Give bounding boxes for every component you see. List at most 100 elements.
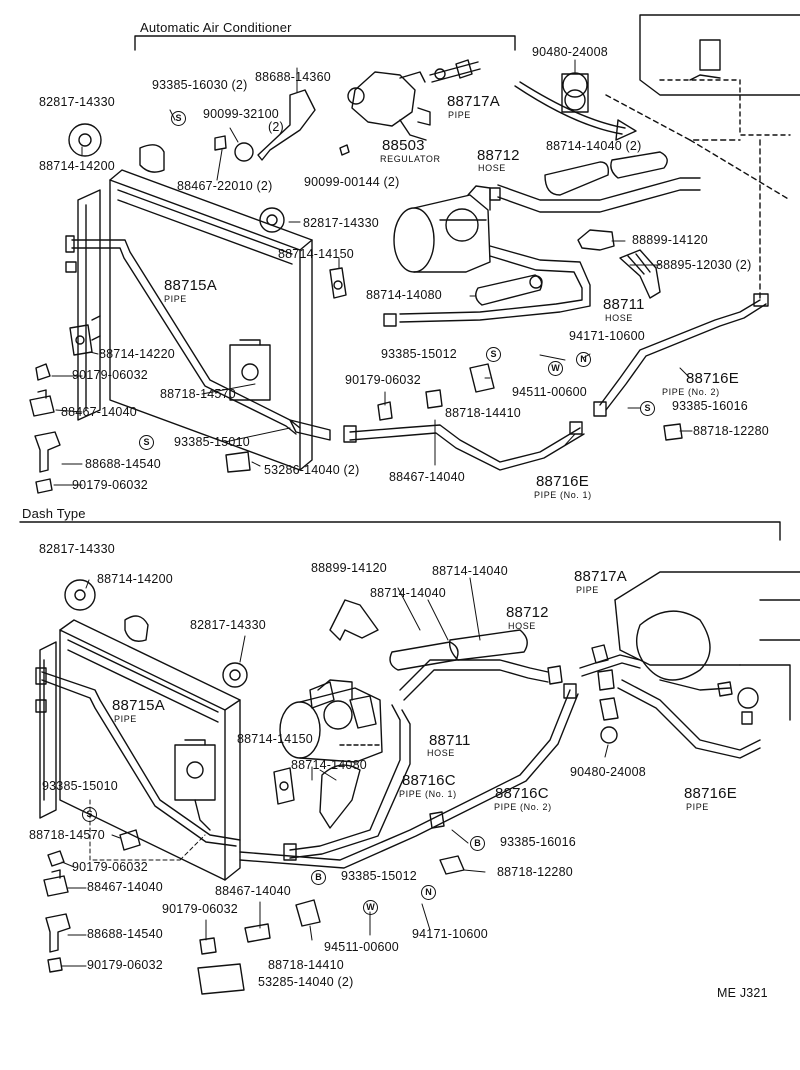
part-90099-32100-qty: (2) bbox=[268, 120, 284, 134]
symbol-n-circle: N bbox=[421, 885, 436, 900]
hose-88712-bottom bbox=[389, 629, 563, 701]
compressor-top bbox=[393, 185, 491, 273]
hose-88712-top bbox=[489, 177, 701, 213]
evaporator-top bbox=[605, 14, 800, 301]
part-88688-14540-bottom: 88688-14540 bbox=[87, 927, 163, 941]
part-88716e-no2: 88716E bbox=[686, 370, 739, 387]
part-88711-bottom-name: HOSE bbox=[427, 748, 455, 758]
part-88716c-no2: 88716C bbox=[495, 785, 549, 802]
part-88716e-bottom-name: PIPE bbox=[686, 802, 709, 812]
part-88718-14570-bottom: 88718-14570 bbox=[29, 828, 105, 842]
part-88715a-top: 88715A bbox=[164, 277, 217, 294]
part-82817-14330-top-b: 82817-14330 bbox=[303, 216, 379, 230]
part-82817-14330-bottom-b: 82817-14330 bbox=[190, 618, 266, 632]
part-90179-06032-bottom-b: 90179-06032 bbox=[162, 902, 238, 916]
part-93385-16016-top: 93385-16016 bbox=[672, 399, 748, 413]
hose-88711-top bbox=[383, 245, 591, 327]
part-88711-bottom: 88711 bbox=[429, 732, 471, 749]
part-88715a-bottom-name: PIPE bbox=[114, 714, 137, 724]
part-88467-14040-top-b: 88467-14040 bbox=[389, 470, 465, 484]
part-82817-14330-bottom-a: 82817-14330 bbox=[39, 542, 115, 556]
section-title-auto-ac: Automatic Air Conditioner bbox=[140, 20, 292, 35]
symbol-b-circle: B bbox=[311, 870, 326, 885]
part-88714-14040-bottom-b: 88714-14040 bbox=[370, 586, 446, 600]
pipe-88715a-bottom bbox=[35, 667, 241, 847]
receiver-bottom bbox=[174, 739, 216, 831]
part-88714-14080-top: 88714-14080 bbox=[366, 288, 442, 302]
part-88716e-bottom: 88716E bbox=[684, 785, 737, 802]
part-93385-15010-bottom: 93385-15010 bbox=[42, 779, 118, 793]
part-90480-24008-bottom: 90480-24008 bbox=[570, 765, 646, 779]
small-parts-top bbox=[29, 72, 683, 494]
part-88714-14220: 88714-14220 bbox=[99, 347, 175, 361]
section-title-dash-type: Dash Type bbox=[22, 506, 86, 521]
section-divider bbox=[19, 521, 781, 541]
part-88718-12280-bottom: 88718-12280 bbox=[497, 865, 573, 879]
hose-88711-bottom bbox=[283, 704, 411, 861]
symbol-s-circle: S bbox=[640, 401, 655, 416]
pipe-88717a-top bbox=[429, 59, 481, 83]
pipe-88717a-bottom bbox=[579, 644, 641, 691]
part-90480-24008-top: 90480-24008 bbox=[532, 45, 608, 59]
part-88467-22010: 88467-22010 (2) bbox=[177, 179, 273, 193]
part-94511-00600-top: 94511-00600 bbox=[512, 385, 587, 399]
receiver-top bbox=[229, 339, 271, 401]
pipe-88716c-bottom bbox=[239, 683, 579, 869]
part-88718-14570-top: 88718-14570 bbox=[160, 387, 236, 401]
symbol-b-circle: B bbox=[470, 836, 485, 851]
symbol-s-circle: S bbox=[82, 807, 97, 822]
part-88714-14200-top: 88714-14200 bbox=[39, 159, 115, 173]
part-94171-10600-bottom: 94171-10600 bbox=[412, 927, 488, 941]
part-88712-top-name: HOSE bbox=[478, 163, 506, 173]
part-90179-06032-top-c: 90179-06032 bbox=[72, 478, 148, 492]
part-88716c-no1-name: PIPE (No. 1) bbox=[399, 789, 457, 799]
part-88503-name: REGULATOR bbox=[380, 154, 441, 164]
part-90099-32100: 90099-32100 bbox=[203, 107, 279, 121]
condenser-bottom bbox=[39, 619, 241, 881]
part-93385-15012-bottom: 93385-15012 bbox=[341, 869, 417, 883]
part-88717a-top-name: PIPE bbox=[448, 110, 471, 120]
part-88714-14080-bottom: 88714-14080 bbox=[291, 758, 367, 772]
hose-88895-12030 bbox=[619, 249, 661, 299]
condenser-top bbox=[77, 169, 313, 471]
part-88715a-bottom: 88715A bbox=[112, 697, 165, 714]
part-88717a-bottom: 88717A bbox=[574, 568, 627, 585]
symbol-s-circle: S bbox=[486, 347, 501, 362]
leader-lines-top bbox=[51, 59, 693, 486]
part-88717a-top: 88717A bbox=[447, 93, 500, 110]
part-94171-10600-top: 94171-10600 bbox=[569, 329, 645, 343]
page-code: ME J321 bbox=[717, 986, 768, 1000]
part-88503: 88503 bbox=[382, 137, 425, 154]
part-88714-14150-top: 88714-14150 bbox=[278, 247, 354, 261]
part-88714-14200-bottom: 88714-14200 bbox=[97, 572, 173, 586]
symbol-w-circle: W bbox=[548, 361, 563, 376]
part-90179-06032-top-a: 90179-06032 bbox=[72, 368, 148, 382]
part-88716e-no1-name: PIPE (No. 1) bbox=[534, 490, 592, 500]
part-82817-14330-top-a: 82817-14330 bbox=[39, 95, 115, 109]
part-94511-00600-bottom: 94511-00600 bbox=[324, 940, 399, 954]
part-93385-16016-bottom: 93385-16016 bbox=[500, 835, 576, 849]
part-90179-06032-bottom-a: 90179-06032 bbox=[72, 860, 148, 874]
part-88711-top: 88711 bbox=[603, 296, 645, 313]
part-88467-14040-bottom-b: 88467-14040 bbox=[215, 884, 291, 898]
pipe-88715a-top bbox=[65, 235, 301, 435]
part-88899-14120-top: 88899-14120 bbox=[632, 233, 708, 247]
part-88718-14410-bottom: 88718-14410 bbox=[268, 958, 344, 972]
part-93385-15010-top: 93385-15010 bbox=[174, 435, 250, 449]
part-88714-14040-2: 88714-14040 (2) bbox=[546, 139, 642, 153]
part-88716e-no1: 88716E bbox=[536, 473, 589, 490]
part-88467-14040-top-a: 88467-14040 bbox=[61, 405, 137, 419]
symbol-s-circle: S bbox=[171, 111, 186, 126]
part-93385-15012-top: 93385-15012 bbox=[381, 347, 457, 361]
pipe-88716e-no2-top bbox=[593, 293, 769, 417]
part-88718-14410-top: 88718-14410 bbox=[445, 406, 521, 420]
part-88712-top: 88712 bbox=[477, 147, 520, 164]
part-88688-14540-top: 88688-14540 bbox=[85, 457, 161, 471]
evaporator-bottom bbox=[614, 571, 800, 721]
pipe-88716e-bottom bbox=[617, 679, 761, 759]
part-88716e-no2-name: PIPE (No. 2) bbox=[662, 387, 720, 397]
part-88718-12280-top: 88718-12280 bbox=[693, 424, 769, 438]
auto-ac-bracket-line bbox=[134, 35, 516, 51]
